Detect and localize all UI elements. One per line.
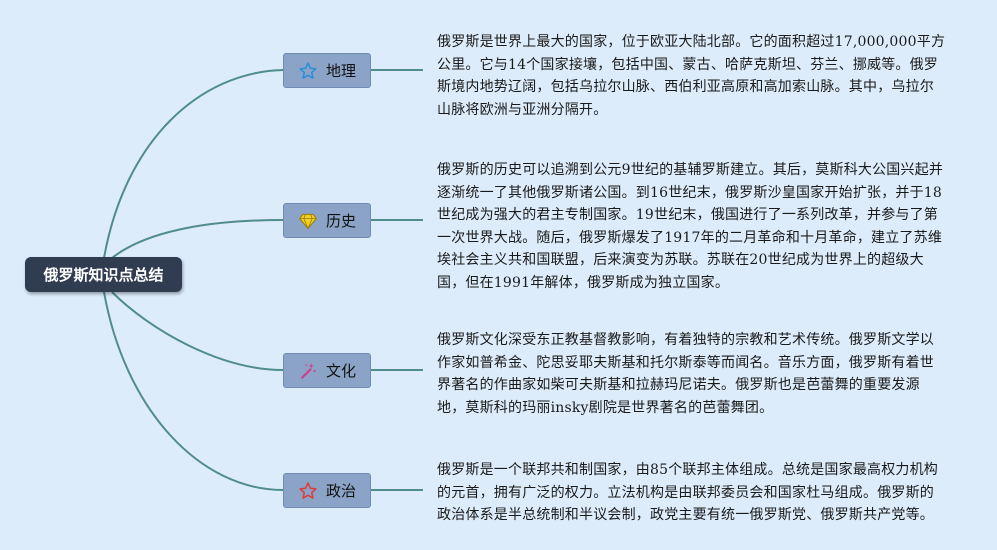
branch-geography[interactable]: 地理 [283,53,371,88]
magic-wand-icon [298,361,318,381]
branch-politics[interactable]: 政治 [283,473,371,508]
note-geography: 俄罗斯是世界上最大的国家，位于欧亚大陆北部。它的面积超过17,000,000平方… [437,34,946,118]
branch-history[interactable]: 历史 [283,203,371,238]
branch-culture[interactable]: 文化 [283,353,371,388]
connector-root-culture [111,291,284,371]
connector-root-politics [103,291,284,491]
root-topic-label: 俄罗斯知识点总结 [43,266,164,284]
root-topic[interactable]: 俄罗斯知识点总结 [25,257,182,292]
star-outline-icon [298,481,318,501]
branch-culture-label: 文化 [325,362,356,380]
connector-root-history [111,219,284,259]
branch-politics-label: 政治 [325,482,356,500]
note-history: 俄罗斯的历史可以追溯到公元9世纪的基辅罗斯建立。其后，莫斯科大公国兴起并逐渐统一… [437,162,944,291]
star-outline-icon [298,61,318,81]
branch-geography-label: 地理 [325,62,356,80]
note-culture: 俄罗斯文化深受东正教基督教影响，有着独特的宗教和艺术传统。俄罗斯文学以作家如普希… [437,332,934,416]
connector-root-geography [103,69,284,259]
diamond-icon [298,211,318,231]
note-politics: 俄罗斯是一个联邦共和制国家，由85个联邦主体组成。总统是国家最高权力机构的元首，… [437,462,939,523]
branch-history-label: 历史 [325,212,356,230]
